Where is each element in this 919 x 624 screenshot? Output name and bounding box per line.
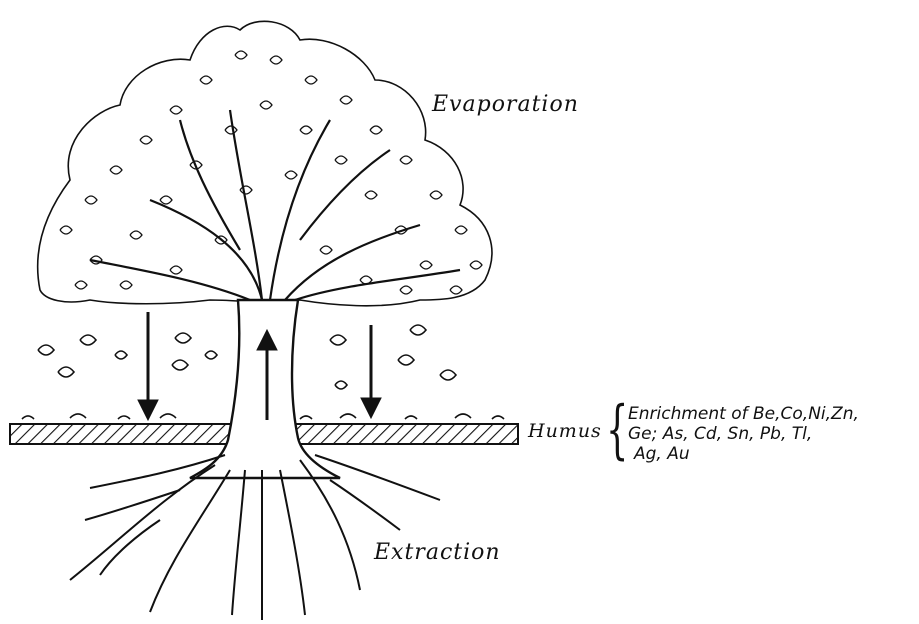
arrow-down-left (138, 312, 158, 420)
enrichment-line-2: Ge; As, Cd, Sn, Pb, Tl, (628, 424, 859, 444)
arrow-down-right (361, 325, 381, 418)
curly-brace: { (606, 398, 628, 462)
enrichment-line-1: Enrichment of Be,Co,Ni,Zn, (628, 404, 859, 424)
tree-roots (70, 455, 440, 620)
enrichment-line-3: Ag, Au (628, 444, 859, 464)
tree-trunk (190, 300, 340, 478)
enrichment-elements-list: Enrichment of Be,Co,Ni,Zn, Ge; As, Cd, S… (628, 404, 859, 464)
evaporation-label: Evaporation (432, 92, 579, 117)
extraction-label: Extraction (374, 540, 501, 565)
tree-canopy (38, 21, 492, 305)
humus-label: Humus (528, 420, 602, 442)
